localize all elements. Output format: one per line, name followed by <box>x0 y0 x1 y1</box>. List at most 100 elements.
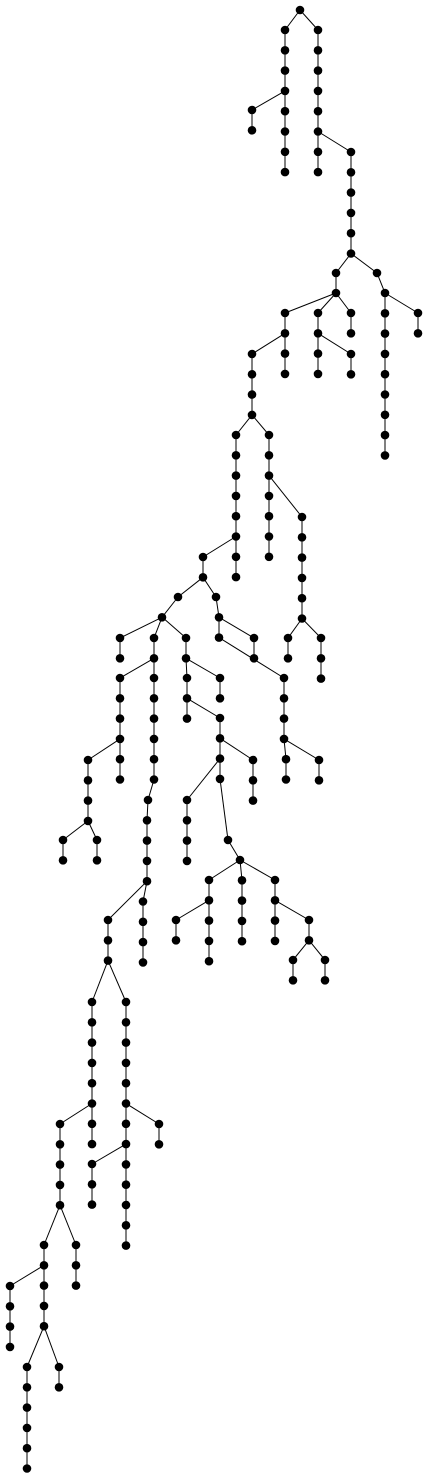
tree-edge <box>87 738 121 761</box>
tree-node-155 <box>87 1078 97 1088</box>
tree-node-217 <box>270 916 280 925</box>
tree-edge <box>384 292 419 314</box>
tree-node-63 <box>283 633 293 643</box>
tree-edge <box>283 738 320 761</box>
tree-node-198 <box>182 816 192 825</box>
tree-node-89 <box>279 714 289 723</box>
tree-node-103 <box>115 714 125 723</box>
tree-node-191 <box>215 713 225 723</box>
tree-node-104 <box>115 734 125 744</box>
tree-node-7 <box>280 127 290 136</box>
tree-node-109 <box>83 796 93 805</box>
tree-node-213 <box>237 916 247 926</box>
tree-node-67 <box>316 674 326 683</box>
tree-node-62 <box>297 614 307 623</box>
tree-node-73 <box>231 451 241 460</box>
tree-node-221 <box>288 955 298 965</box>
tree-nodes <box>5 5 423 1473</box>
tree-edge <box>284 292 337 314</box>
tree-node-79 <box>231 572 241 582</box>
tree-node-142 <box>121 1119 131 1129</box>
tree-edge <box>317 292 337 314</box>
tree-edge <box>119 616 163 639</box>
tree-node-112 <box>58 856 68 865</box>
tree-edge <box>26 1326 45 1368</box>
tree-node-151 <box>121 1241 131 1250</box>
tree-node-172 <box>5 1342 15 1352</box>
tree-node-119 <box>149 754 159 764</box>
tree-node-179 <box>22 1383 32 1392</box>
tree-node-140 <box>154 1119 164 1129</box>
tree-node-18 <box>346 147 356 157</box>
tree-node-87 <box>279 673 289 683</box>
tree-node-101 <box>115 673 125 683</box>
tree-node-10 <box>313 25 323 35</box>
tree-node-126 <box>103 915 113 925</box>
tree-node-211 <box>237 876 247 885</box>
tree-node-184 <box>181 633 191 643</box>
tree-node-21 <box>346 208 356 218</box>
tree-node-76 <box>231 511 241 521</box>
tree-node-71 <box>264 552 274 562</box>
tree-node-44 <box>346 349 356 359</box>
tree-node-187 <box>215 694 225 703</box>
tree-edge <box>43 1326 60 1368</box>
tree-node-190 <box>182 714 192 723</box>
tree-node-209 <box>204 936 214 946</box>
tree-node-222 <box>288 976 298 985</box>
tree-node-72 <box>231 430 241 440</box>
tree-node-154 <box>87 1058 97 1068</box>
tree-node-148 <box>121 1180 131 1189</box>
tree-node-188 <box>182 673 192 683</box>
tree-node-212 <box>237 896 247 905</box>
tree-node-4 <box>247 105 257 115</box>
tree-node-50 <box>247 349 257 359</box>
tree-node-205 <box>204 896 214 905</box>
tree-node-181 <box>22 1423 32 1433</box>
tree-node-153 <box>87 1038 97 1047</box>
tree-node-29 <box>380 309 390 318</box>
tree-node-81 <box>198 573 208 582</box>
tree-node-176 <box>54 1362 64 1372</box>
tree-node-56 <box>264 471 274 480</box>
tree-node-133 <box>87 997 97 1007</box>
tree-node-13 <box>313 86 323 96</box>
tree-edge <box>186 758 221 801</box>
tree-edge <box>59 1205 77 1246</box>
tree-node-82 <box>211 592 221 602</box>
tree-node-178 <box>22 1362 32 1372</box>
tree-node-33 <box>380 390 390 399</box>
tree-edge <box>299 9 319 31</box>
tree-node-216 <box>270 896 280 905</box>
tree-edge <box>175 899 210 921</box>
tree-node-201 <box>215 774 225 784</box>
tree-node-195 <box>248 796 258 805</box>
tree-edge <box>218 616 255 639</box>
tree-node-116 <box>149 694 159 703</box>
tree-node-66 <box>316 654 326 663</box>
tree-node-203 <box>235 855 245 865</box>
tree-node-93 <box>281 754 291 764</box>
tree-edge <box>251 414 270 436</box>
tree-node-39 <box>346 329 356 338</box>
tree-node-220 <box>304 936 314 945</box>
tree-node-196 <box>215 754 225 763</box>
tree-node-149 <box>121 1200 131 1210</box>
tree-node-144 <box>87 1159 97 1169</box>
tree-node-32 <box>380 369 390 379</box>
tree-edge <box>268 475 303 518</box>
tree-edge <box>107 960 127 1003</box>
tree-node-95 <box>173 592 183 602</box>
tree-node-193 <box>248 755 258 765</box>
tree-node-45 <box>346 370 356 379</box>
tree-node-100 <box>149 654 159 663</box>
tree-node-132 <box>103 956 113 965</box>
tree-node-124 <box>142 856 152 866</box>
tree-node-24 <box>331 268 341 278</box>
tree-node-214 <box>237 936 247 946</box>
tree-edge <box>274 899 310 921</box>
tree-node-182 <box>22 1443 32 1453</box>
tree-node-163 <box>55 1200 65 1210</box>
tree-node-35 <box>380 430 390 440</box>
tree-edge <box>251 332 286 355</box>
